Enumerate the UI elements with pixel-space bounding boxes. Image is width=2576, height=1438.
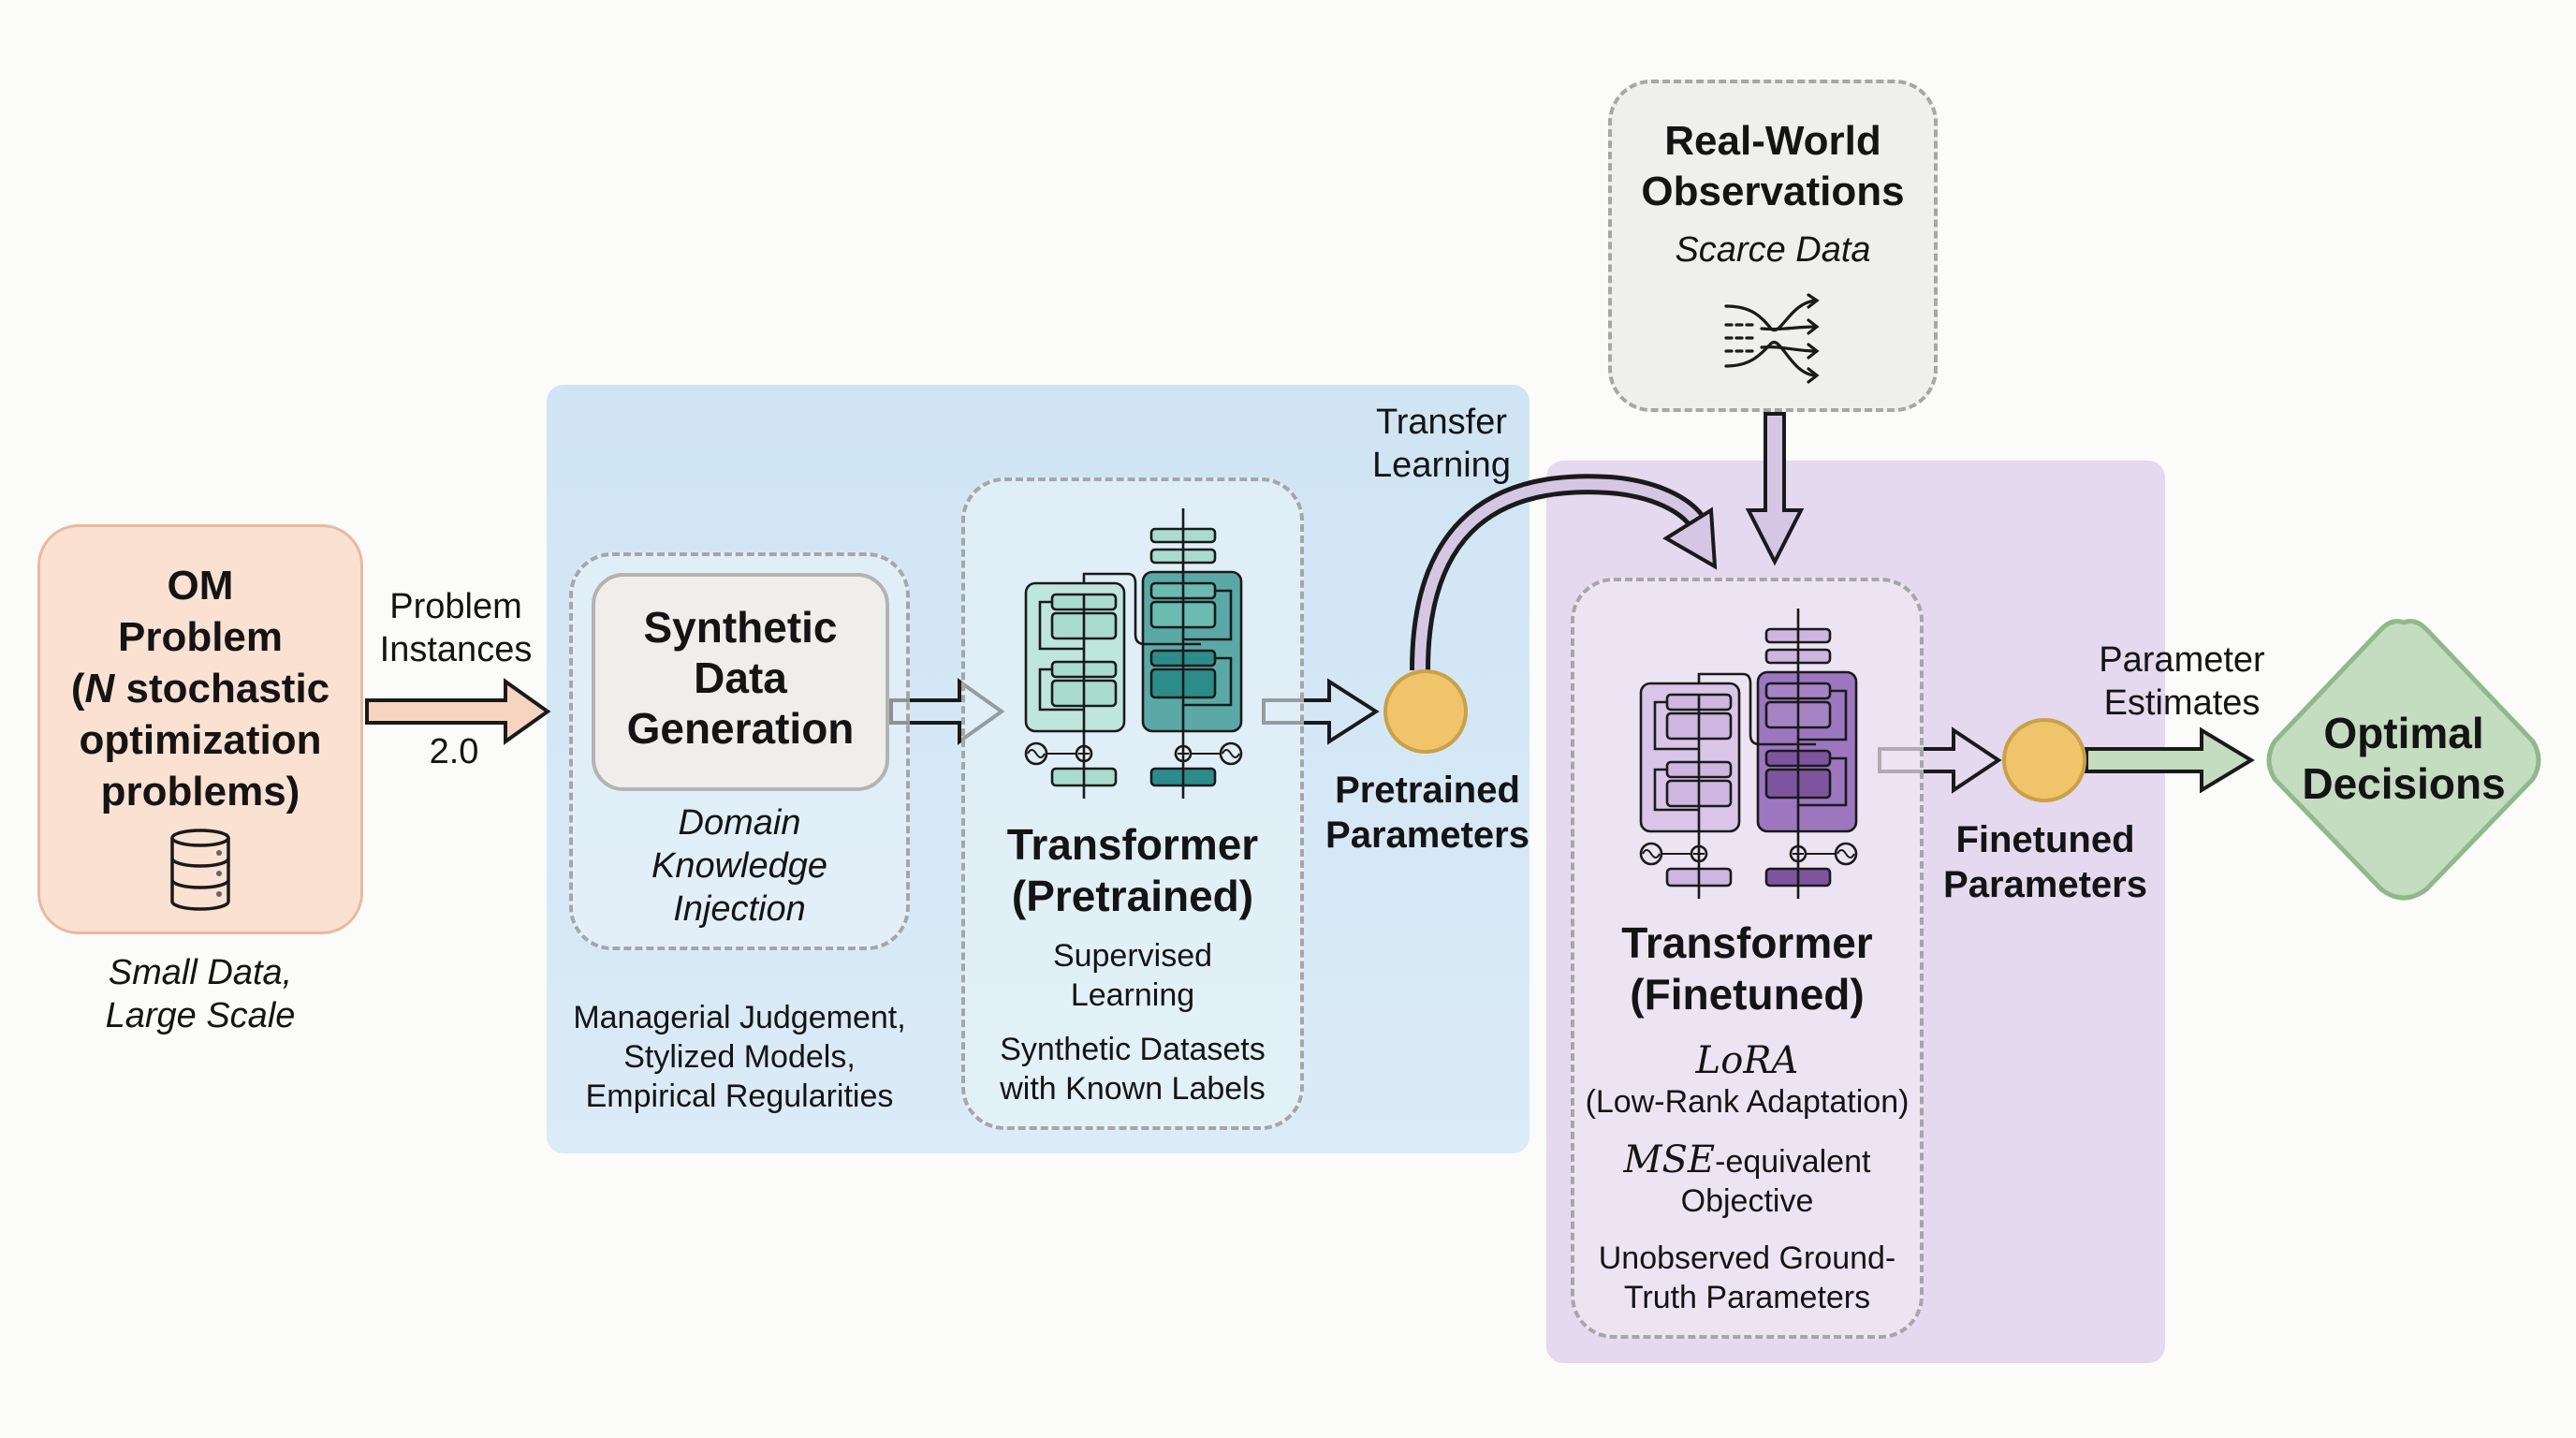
finetuned-transformer-group [1571, 578, 1924, 1339]
database-icon [170, 829, 230, 911]
mse-suffix: -equivalent [1715, 1144, 1871, 1180]
data-line: with Known Labels [1000, 1071, 1266, 1107]
label-line: Learning [1372, 446, 1511, 485]
transfer-arrowhead [1662, 506, 1718, 570]
title-line: Synthetic [643, 603, 838, 652]
pretrained-parameters-label: Pretrained Parameters [1310, 768, 1544, 858]
lora-description: (Low-Rank Adaptation) [1585, 1084, 1910, 1120]
label-line: Optimal [2323, 709, 2484, 757]
real-world-observations-box [1608, 80, 1938, 412]
label-line: Problem [389, 587, 522, 626]
label-line: Pretrained [1335, 770, 1520, 811]
transfer-learning-label: Transfer Learning [1348, 401, 1535, 487]
title-line: (Finetuned) [1630, 970, 1865, 1019]
pretrained-transformer-title: Transformer (Pretrained) [961, 819, 1304, 922]
arrow-observations-to-finetuned [1745, 412, 1805, 566]
finetuned-transformer-title: Transformer (Finetuned) [1571, 917, 1924, 1020]
objective-label: Objective [1680, 1183, 1814, 1219]
om-title-line: problems) [100, 769, 300, 814]
pretraining-method: Supervised Learning [961, 936, 1304, 1015]
pretrained-parameters-node [1383, 669, 1468, 754]
pretraining-data: Synthetic Datasets with Known Labels [961, 1030, 1304, 1108]
n-variable: N [84, 666, 115, 712]
source-line: Stylized Models, [623, 1039, 856, 1075]
label-line: Instances [379, 630, 533, 669]
arrow-om-to-synthetic [365, 678, 551, 745]
om-caption: Small Data, Large Scale [37, 951, 363, 1037]
residual-connections [1038, 589, 1233, 712]
objective-block: MSE-equivalent Objective [1571, 1140, 1924, 1221]
om-title-line: optimization [79, 717, 322, 763]
om-problem-title: OM Problem (N stochastic optimization pr… [37, 560, 363, 817]
title-line: Transformer [1006, 820, 1259, 869]
domain-knowledge-caption: Domain Knowledge Injection [569, 801, 910, 931]
caption-line: Injection [673, 889, 806, 929]
synthetic-data-title: Synthetic Data Generation [592, 602, 889, 754]
title-line: Observations [1641, 169, 1905, 214]
om-title-line: OM [167, 563, 234, 609]
title-line: Data [694, 653, 787, 702]
om-title-line: (N stochastic [37, 663, 363, 714]
finetuned-parameters-node [2002, 718, 2086, 802]
scarce-data-label: Scarce Data [1675, 230, 1871, 270]
arrow-params-to-decision [2085, 726, 2255, 794]
lora-block: LoRA (Low-Rank Adaptation) [1571, 1039, 1924, 1122]
title-line: Transformer [1621, 918, 1873, 967]
source-line: Empirical Regularities [585, 1078, 894, 1114]
title-line: (Pretrained) [1011, 872, 1254, 920]
optimal-decisions-label: Optimal Decisions [2263, 708, 2544, 809]
paren: ( [70, 666, 85, 712]
pretrained-transformer-group [961, 477, 1304, 1130]
finetuned-parameters-label: Finetuned Parameters [1928, 817, 2162, 907]
knowledge-sources-text: Managerial Judgement, Stylized Models, E… [547, 998, 932, 1116]
label-line: Parameter [2099, 640, 2265, 680]
caption-line: Domain [678, 803, 801, 843]
label-line: Parameters [1943, 864, 2147, 905]
ground-truth-block: Unobserved Ground- Truth Parameters [1571, 1239, 1924, 1317]
parameter-estimates-label: Parameter Estimates [2083, 638, 2281, 725]
data-streams-icon [1724, 293, 1820, 384]
transformer-architecture-icon [1024, 508, 1243, 799]
label-line: Parameters [1325, 814, 1530, 856]
method-line: Supervised [1052, 938, 1213, 974]
label-line: Decisions [2302, 759, 2506, 808]
label-line: Estimates [2103, 683, 2261, 723]
source-line: Managerial Judgement, [573, 1000, 906, 1035]
mse-math: MSE [1623, 1138, 1716, 1181]
method-line: Learning [1070, 977, 1195, 1013]
optimal-decisions-diamond [2266, 619, 2541, 901]
label-line: Transfer [1375, 403, 1508, 442]
lora-math: LoRA [1695, 1039, 1799, 1082]
title-line: Real-World [1664, 118, 1881, 164]
om-caption-line: Small Data, [108, 953, 293, 992]
om-caption-line: Large Scale [105, 996, 296, 1035]
residual-connections [1653, 689, 1848, 812]
data-line: Synthetic Datasets [1000, 1032, 1266, 1067]
problem-instances-version: 2.0 [429, 732, 479, 771]
synthetic-data-generation-box [592, 573, 889, 791]
problem-instances-label: Problem Instances [367, 585, 545, 671]
truth-line: Truth Parameters [1623, 1280, 1871, 1315]
title-line: Generation [626, 704, 855, 753]
truth-line: Unobserved Ground- [1598, 1240, 1896, 1276]
label-line: Finetuned [1955, 819, 2135, 860]
om-title-line: Problem [117, 614, 284, 660]
real-world-title: Real-World Observations [1608, 116, 1938, 217]
om-title-text: stochastic [114, 666, 330, 712]
transformer-architecture-icon [1639, 609, 1858, 899]
caption-line: Knowledge [651, 846, 828, 886]
